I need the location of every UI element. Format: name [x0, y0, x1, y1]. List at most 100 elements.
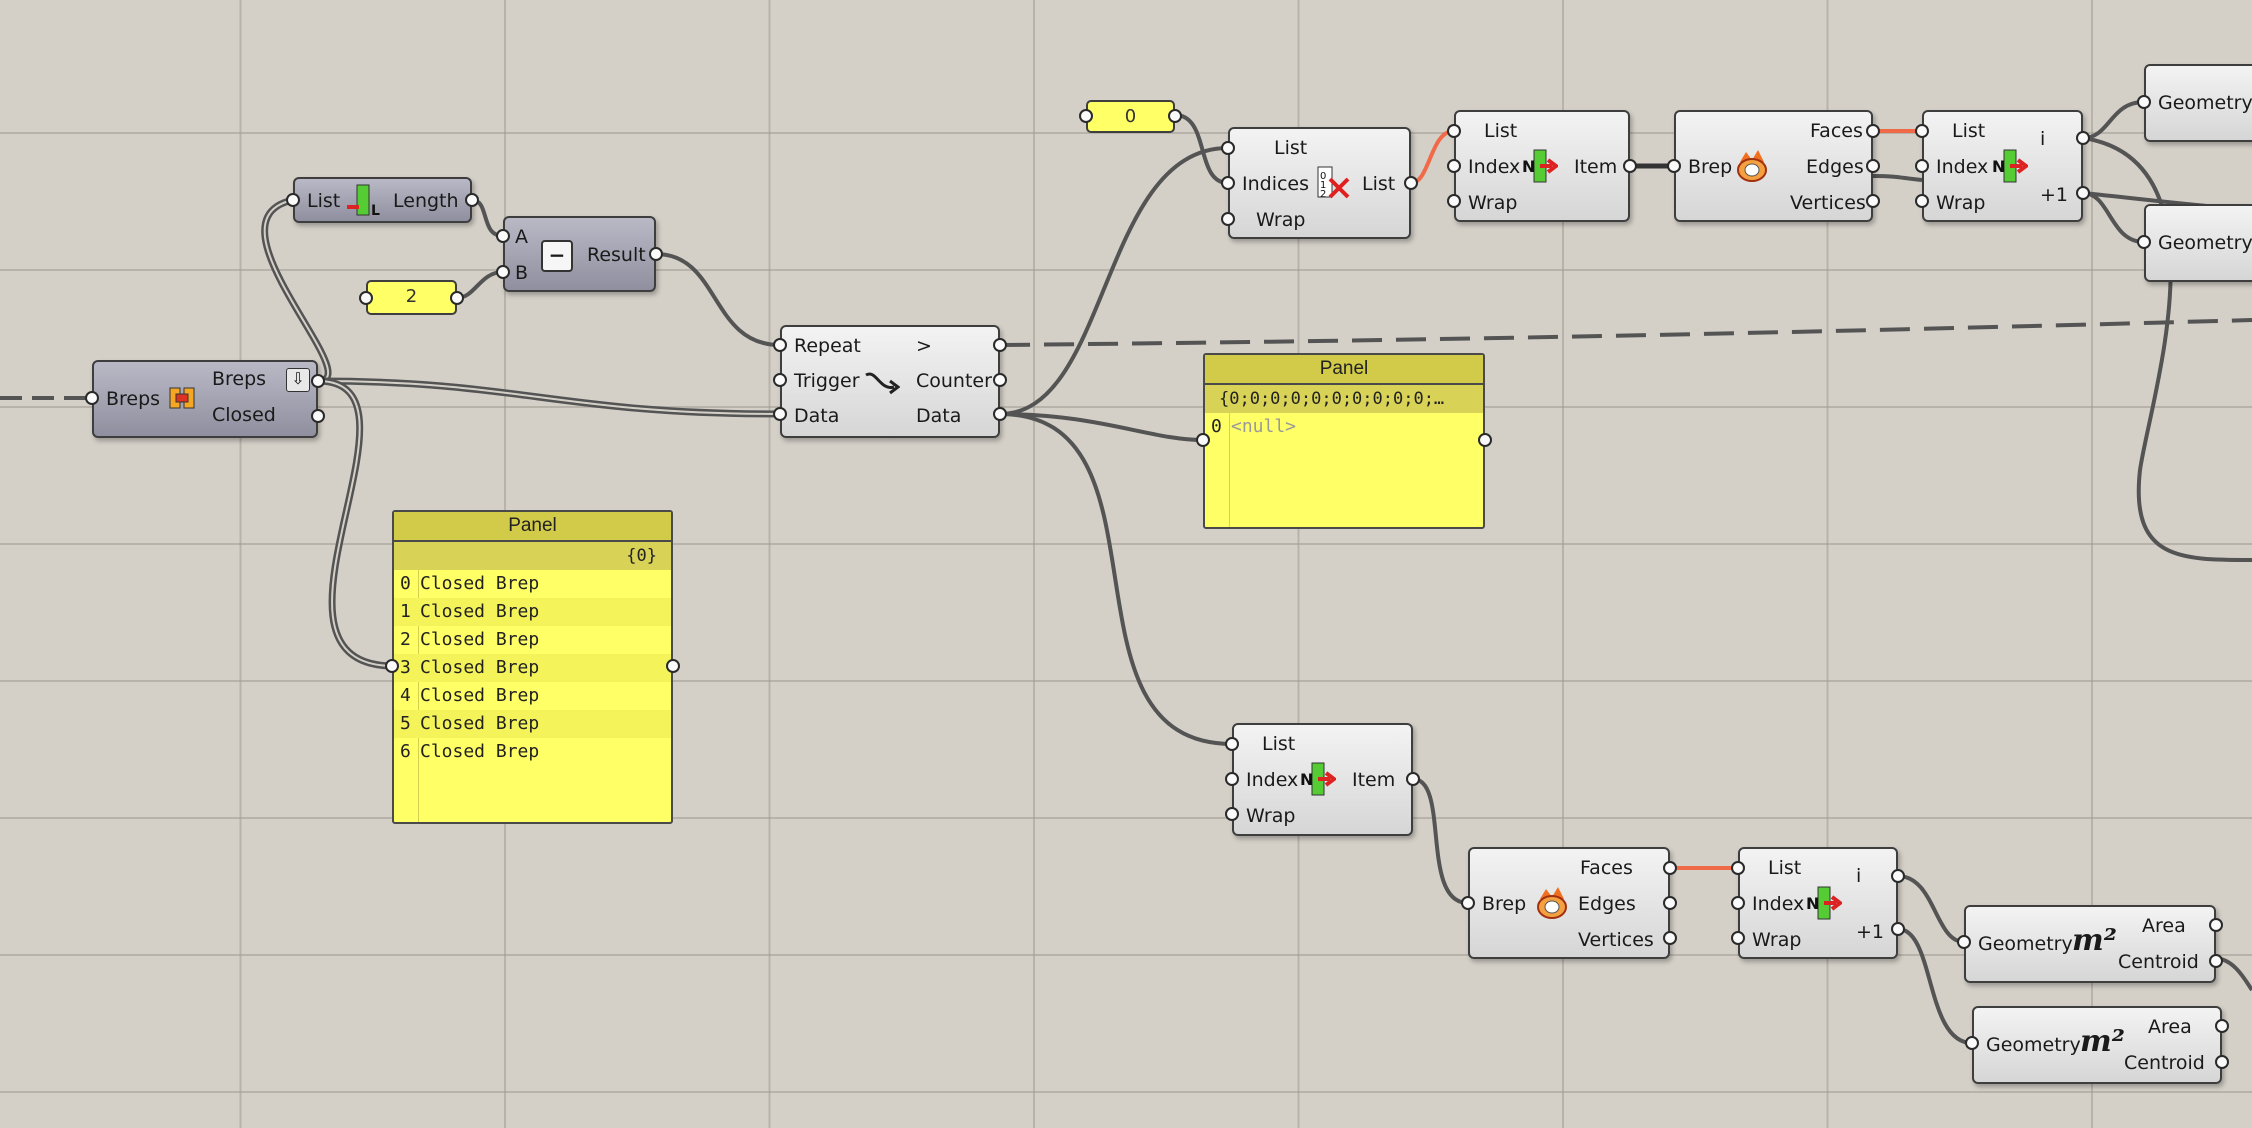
shift-top-plus1-grip[interactable]: [2076, 186, 2090, 200]
shift-bottom-index-grip[interactable]: [1731, 896, 1745, 910]
length-output-grip[interactable]: [465, 193, 479, 207]
area-2-area-grip[interactable]: [2215, 1019, 2229, 1033]
breps-output-grip[interactable]: [311, 374, 325, 388]
data-input-grip[interactable]: [773, 407, 787, 421]
deconstruct-brep-top-component[interactable]: Brep Faces Edges Vertices: [1674, 110, 1873, 222]
breps-input-grip[interactable]: [85, 391, 99, 405]
subtraction-component[interactable]: A B − Result: [503, 216, 656, 292]
area-2-geometry-grip[interactable]: [1965, 1036, 1979, 1050]
list-item-bottom-component[interactable]: List Index Wrap N Item: [1232, 723, 1413, 836]
wire-top-long: [2082, 136, 2252, 562]
number-slider-0[interactable]: 0: [1086, 100, 1175, 133]
b-input-grip[interactable]: [496, 265, 510, 279]
shift-bottom-plus1-grip[interactable]: [1891, 922, 1905, 936]
wire-breps-to-panel: [317, 377, 393, 670]
breps-closed-component[interactable]: Breps Breps Closed ⇩: [92, 360, 318, 438]
shift-bottom-wrap-grip[interactable]: [1731, 931, 1745, 945]
list-item-icon: N: [1300, 762, 1336, 796]
result-output-grip[interactable]: [649, 247, 663, 261]
a-input-grip[interactable]: [496, 229, 510, 243]
deconstruct-top-edges-grip[interactable]: [1866, 159, 1880, 173]
list-item-top-output-grip[interactable]: [1623, 159, 1637, 173]
area-icon: m²: [2072, 923, 2117, 958]
geometry-top-2-component[interactable]: Geometry: [2144, 204, 2252, 282]
panel-null[interactable]: Panel {0;0;0;0;0;0;0;0;0;0;… 0 <null>: [1203, 353, 1485, 529]
cull-index-icon: 0 1 2: [1317, 166, 1350, 200]
shift-b-plus1-label: +1: [1856, 921, 1885, 943]
repeat-output-grip[interactable]: [993, 338, 1007, 352]
shift-top-list-grip[interactable]: [1915, 124, 1929, 138]
deconstruct-top-faces-grip[interactable]: [1866, 124, 1880, 138]
list-item-top-list-grip[interactable]: [1447, 124, 1461, 138]
area-1-centroid-grip[interactable]: [2209, 954, 2223, 968]
svg-text:N: N: [1300, 770, 1313, 789]
deconstruct-brep-bottom-component[interactable]: Brep Faces Edges Vertices: [1468, 847, 1670, 959]
slider-0-output-grip[interactable]: [1168, 109, 1182, 123]
wire-anemone-to-cull: [999, 146, 1229, 416]
panel-null-input-grip[interactable]: [1196, 433, 1210, 447]
wire-anemone-to-listitem: [999, 412, 1233, 746]
geometry-top-1-component[interactable]: Geometry: [2144, 64, 2252, 142]
list-item-bottom-index-grip[interactable]: [1225, 772, 1239, 786]
number-slider-2[interactable]: 2: [366, 280, 457, 315]
deconstruct-top-vertices-grip[interactable]: [1866, 194, 1880, 208]
cull-indices-grip[interactable]: [1221, 176, 1235, 190]
list-item-bottom-list-grip[interactable]: [1225, 737, 1239, 751]
shift-list-top-component[interactable]: List Index Wrap N i +1: [1922, 110, 2083, 222]
deconstruct-bottom-vertices-grip[interactable]: [1663, 931, 1677, 945]
slider-0-left-grip[interactable]: [1079, 109, 1093, 123]
list-item-top-component[interactable]: List Index Wrap N Item: [1454, 110, 1630, 222]
breps-input-label: Breps: [106, 388, 161, 410]
counter-output-label: Counter: [916, 370, 992, 392]
deconstruct-bottom-brep-grip[interactable]: [1461, 896, 1475, 910]
area-1-area-grip[interactable]: [2209, 918, 2223, 932]
breps-output-label: Breps: [212, 368, 267, 390]
shift-bottom-list-grip[interactable]: [1731, 861, 1745, 875]
length-list-grip[interactable]: [286, 193, 300, 207]
area-1-centroid-label: Centroid: [2118, 951, 2199, 973]
closed-output-grip[interactable]: [311, 409, 325, 423]
area-1-geometry-grip[interactable]: [1957, 935, 1971, 949]
trigger-input-grip[interactable]: [773, 373, 787, 387]
deconstruct-bottom-faces-grip[interactable]: [1663, 861, 1677, 875]
data-output-grip[interactable]: [993, 407, 1007, 421]
loop-end-component[interactable]: Repeat Trigger Data > Counter Data: [780, 325, 1000, 438]
shift-bottom-i-grip[interactable]: [1891, 869, 1905, 883]
cull-list-grip[interactable]: [1221, 141, 1235, 155]
cull-output-grip[interactable]: [1404, 176, 1418, 190]
cull-index-component[interactable]: List Indices Wrap 0 1 2 List: [1228, 127, 1411, 239]
panel-closed-output-grip[interactable]: [666, 659, 680, 673]
geometry-top-1-grip[interactable]: [2137, 95, 2151, 109]
list-item-top-index-grip[interactable]: [1447, 159, 1461, 173]
list-item-bottom-wrap-grip[interactable]: [1225, 807, 1239, 821]
shift-top-i-grip[interactable]: [2076, 131, 2090, 145]
repeat-input-grip[interactable]: [773, 338, 787, 352]
shift-top-index-grip[interactable]: [1915, 159, 1929, 173]
counter-output-grip[interactable]: [993, 373, 1007, 387]
panel-null-output-grip[interactable]: [1478, 433, 1492, 447]
shift-list-bottom-component[interactable]: List Index Wrap N i +1: [1738, 847, 1898, 959]
list-length-component[interactable]: List L Length: [293, 177, 472, 223]
deconstruct-bottom-edges-grip[interactable]: [1663, 896, 1677, 910]
area-2-component[interactable]: Geometry m² Area Centroid: [1972, 1006, 2222, 1084]
slider-2-output-grip[interactable]: [450, 291, 464, 305]
panel-closed-input-grip[interactable]: [385, 659, 399, 673]
list-item-top-wrap-grip[interactable]: [1447, 194, 1461, 208]
area-2-centroid-grip[interactable]: [2215, 1055, 2229, 1069]
list-input-label: List: [307, 190, 341, 212]
trigger-input-label: Trigger: [794, 370, 860, 392]
deconstruct-top-brep-grip[interactable]: [1667, 159, 1681, 173]
area-icon: m²: [2080, 1024, 2125, 1059]
arrow-down-icon[interactable]: ⇩: [286, 368, 310, 392]
wire-cull-to-listitem: [1410, 129, 1455, 185]
slider-2-left-grip[interactable]: [359, 291, 373, 305]
shift-top-wrap-grip[interactable]: [1915, 194, 1929, 208]
list-item-list-label: List: [1484, 120, 1518, 142]
geometry-top-2-grip[interactable]: [2137, 235, 2151, 249]
loop-arrow-icon: [865, 372, 900, 395]
cull-wrap-grip[interactable]: [1221, 212, 1235, 226]
area-1-component[interactable]: Geometry m² Area Centroid: [1964, 905, 2216, 983]
list-item-bottom-output-grip[interactable]: [1406, 772, 1420, 786]
